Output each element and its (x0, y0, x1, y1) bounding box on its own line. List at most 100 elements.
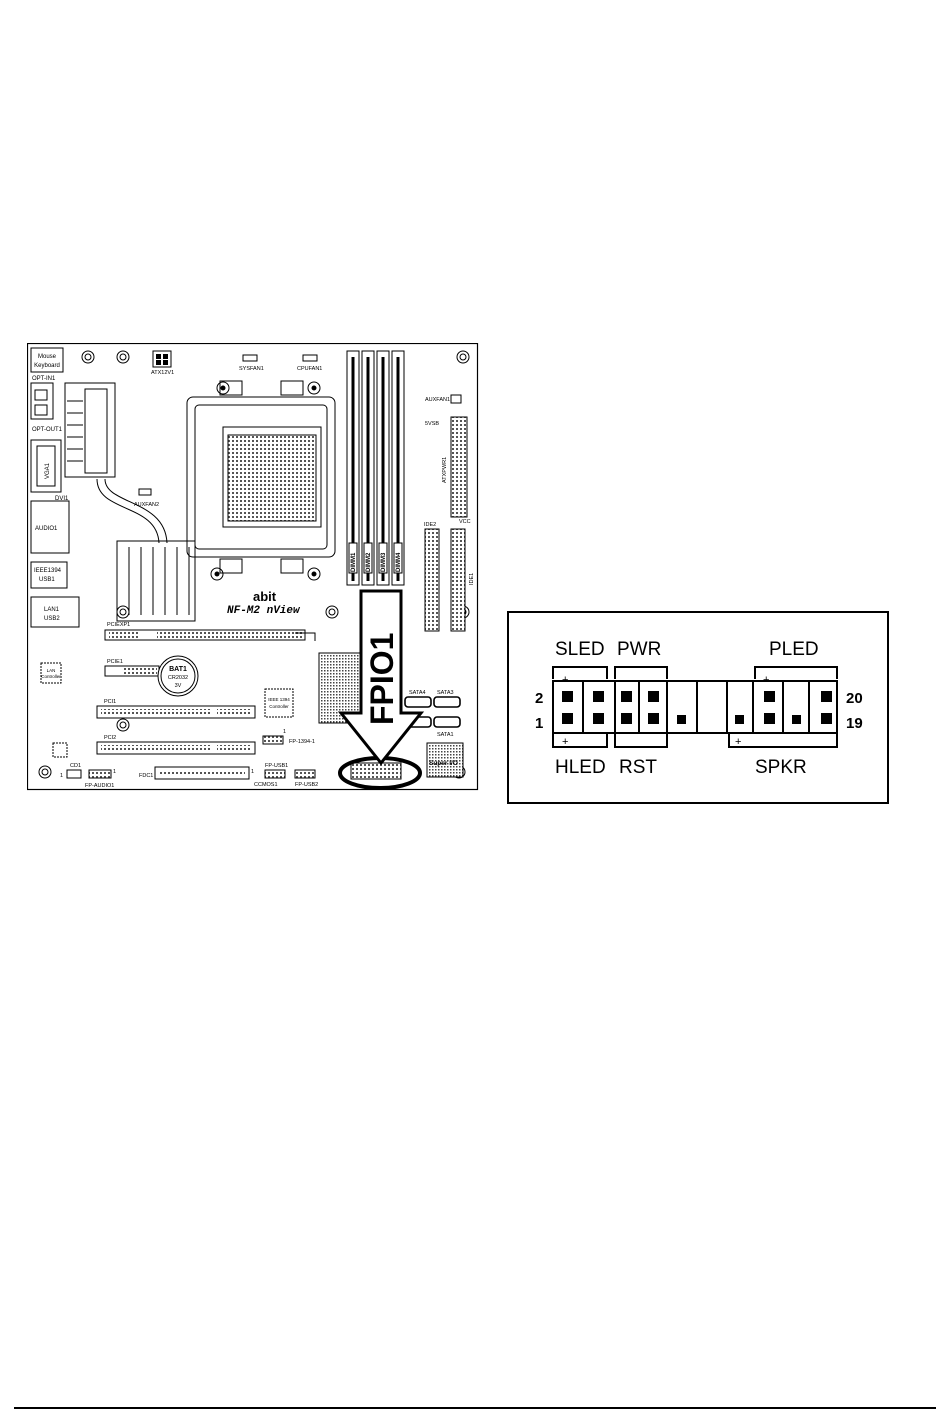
fp1394-label: FP-1394-1 (289, 739, 315, 745)
battery-voltage: 3V (175, 683, 182, 689)
dimm3-label: DIMM3 (381, 552, 387, 572)
pin-20-label: 20 (846, 690, 863, 707)
pin (764, 691, 775, 702)
pin (621, 691, 632, 702)
fpusb2-label: FP-USB2 (295, 782, 318, 788)
ide2-label: IDE2 (424, 522, 436, 528)
chipset-heatsink (116, 540, 196, 622)
pin-19-label: 19 (846, 715, 863, 732)
pci1-label: PCI1 (104, 699, 116, 705)
pin (735, 715, 744, 724)
battery-title: BAT1 (169, 666, 187, 673)
fpusb1-label: FP-USB1 (265, 763, 288, 769)
pin-1-label: 1 (535, 715, 543, 732)
pin (648, 691, 659, 702)
pled-label: PLED (769, 639, 819, 660)
pin (648, 713, 659, 724)
pin (593, 691, 604, 702)
sysfan-label: SYSFAN1 (239, 366, 264, 372)
motherboard-layout-diagram: Mouse Keyboard OPT-IN1 OPT-OUT1 VGA1 DVI… (27, 343, 479, 791)
pin (821, 691, 832, 702)
model-label: NF-M2 nView (227, 605, 301, 617)
footer-rule (14, 1407, 936, 1409)
fdc-label: FDC1 (139, 773, 153, 779)
pin-2-label: 2 (535, 690, 543, 707)
pcie1-label: PCIE1 (107, 659, 123, 665)
top-brackets (552, 666, 838, 679)
opt-in-label: OPT-IN1 (32, 376, 56, 382)
ieee1394-usb1-label-2: USB1 (39, 577, 55, 583)
fp-audio-label: FP-AUDIO1 (85, 783, 114, 789)
dvi-label: DVI1 (55, 496, 69, 502)
pin (792, 715, 801, 724)
brand-label: abit (253, 589, 277, 604)
spkr-plus: + (735, 736, 741, 748)
lan-usb2-label-2: USB2 (44, 616, 60, 622)
sata-connectors: SATA4 SATA3 SATA1 (404, 690, 461, 738)
fpio1-callout-arrow (337, 589, 425, 766)
pciexp1-label: PCIEXP1 (107, 622, 130, 628)
front-headers: 1 FP-1394-1 FP-USB1 CCMOS1 FP-USB2 FDC1 … (60, 729, 318, 789)
dimm1-label: DIMM1 (351, 552, 357, 572)
fpio1-pinout-diagram: SLED PWR PLED HLED RST SPKR 2 1 20 19 + … (507, 611, 889, 804)
cpu-socket-area (186, 380, 336, 581)
ccmos-label: CCMOS1 (254, 782, 278, 788)
auxfan1-label: AUXFAN1 (425, 397, 450, 403)
pin (764, 713, 775, 724)
bottom-brackets (552, 734, 838, 748)
hled-plus: + (562, 736, 568, 748)
fp-audio-pin-one: 1 (113, 769, 116, 775)
ieee-controller-label: IEEE 1394 (268, 697, 290, 702)
lan-controller-label: LAN (47, 668, 56, 673)
pin (821, 713, 832, 724)
vrm-heatsink (64, 382, 168, 544)
sled-label: SLED (555, 639, 605, 660)
lan-controller-label-2: Controller (41, 674, 61, 679)
ide1-label: IDE1 (469, 573, 475, 585)
audio-label: AUDIO1 (35, 526, 58, 532)
battery: BAT1 CR2032 3V (157, 655, 199, 697)
sata3-label: SATA3 (437, 690, 454, 696)
top-connectors: ATX12V1 SYSFAN1 CPUFAN1 AUXFAN2 (134, 350, 322, 508)
cd-label: CD1 (70, 763, 81, 769)
vga-label: VGA1 (45, 462, 51, 479)
lan-usb2-label: LAN1 (44, 607, 60, 613)
ide-connectors: IDE2 IDE1 (424, 522, 475, 632)
atx-power-area: AUXFAN1 5VSB ATXPWR1 VCC (425, 394, 471, 525)
opt-out-label: OPT-OUT1 (32, 427, 63, 433)
fp1394-pin-one: 1 (283, 729, 286, 735)
ieee-controller-label-2: Controller (269, 704, 289, 709)
battery-type: CR2032 (168, 675, 188, 681)
fpio1-header-small (350, 762, 402, 780)
pci2-label: PCI2 (104, 735, 116, 741)
vcc-label: VCC (459, 519, 471, 525)
sata1-label: SATA1 (437, 732, 454, 738)
header-pins (562, 691, 832, 724)
superio-label: Super I/O (429, 760, 458, 767)
cpufan-label: CPUFAN1 (297, 366, 322, 372)
ieee1394-usb1-label: IEEE1394 (34, 568, 62, 574)
mouse-keyboard-label: Mouse (38, 354, 57, 360)
cd-pin-one: 1 (60, 773, 63, 779)
hled-label: HLED (555, 757, 606, 778)
sata4-label: SATA4 (409, 690, 426, 696)
pin (562, 713, 573, 724)
5vsb-label: 5VSB (425, 421, 439, 427)
pwr-label: PWR (617, 639, 661, 660)
header-body (552, 680, 838, 734)
pin (677, 715, 686, 724)
dimm4-label: DIMM4 (396, 552, 402, 572)
rst-label: RST (619, 757, 657, 778)
rear-io-panel: Mouse Keyboard OPT-IN1 OPT-OUT1 VGA1 DVI… (30, 347, 80, 628)
fpio1-callout-label: FPIO1 (364, 633, 400, 725)
spkr-label: SPKR (755, 757, 807, 778)
dimm-slots: DIMM1 DIMM2 DIMM3 DIMM4 (346, 350, 405, 586)
atx12v-label: ATX12V1 (151, 370, 174, 376)
pin (593, 713, 604, 724)
fdc-pin-one: 1 (251, 769, 254, 775)
atxpwr-label: ATXPWR1 (442, 457, 448, 483)
expansion-slots: PCIEXP1 PCIE1 PCI1 PCI2 (96, 622, 316, 755)
dimm2-label: DIMM2 (366, 552, 372, 572)
pin (562, 691, 573, 702)
auxfan2-label: AUXFAN2 (134, 502, 159, 508)
